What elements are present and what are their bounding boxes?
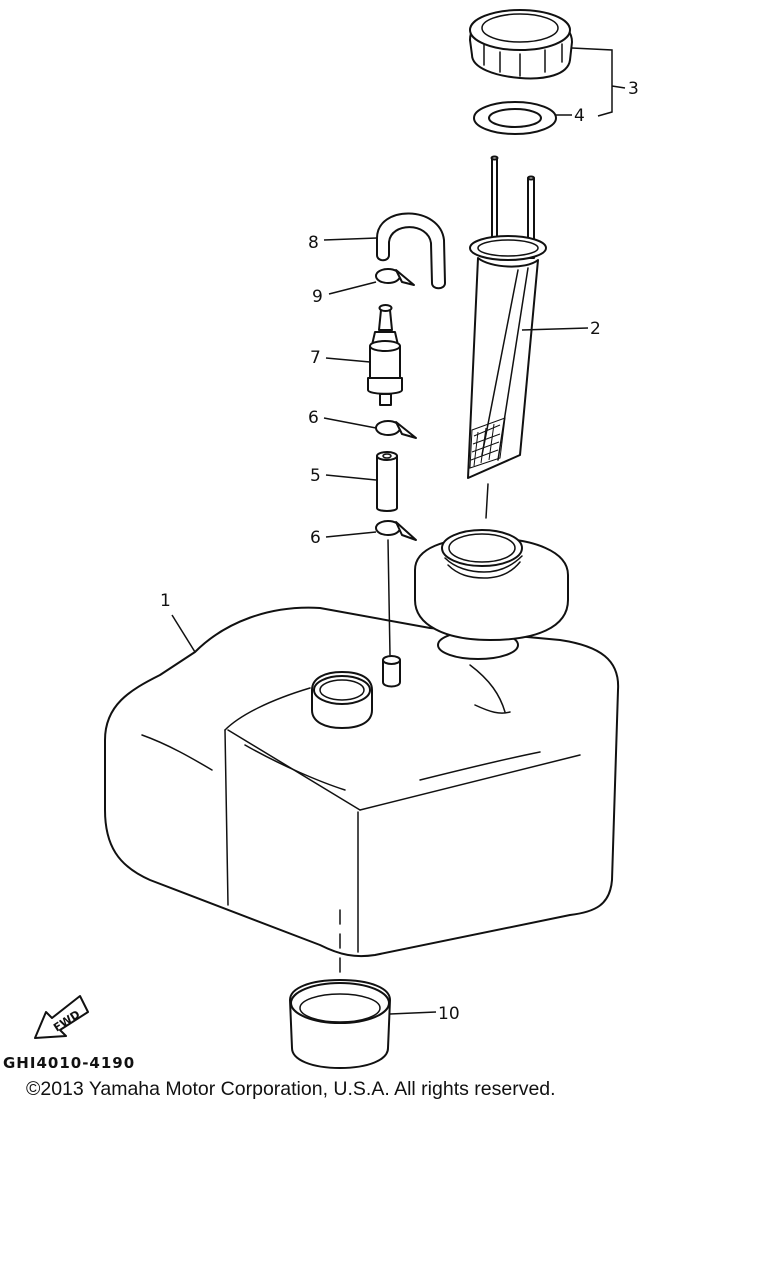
leader-5	[325, 474, 377, 481]
leader-6-upper	[323, 417, 377, 429]
fuel-filter	[367, 304, 403, 406]
assembly-line-pipe	[485, 483, 489, 519]
callout-6-lower: 6	[310, 528, 321, 548]
hose	[376, 451, 398, 512]
leader-3	[571, 47, 626, 117]
callout-7: 7	[310, 348, 321, 368]
callout-6-upper: 6	[308, 408, 319, 428]
callout-4: 4	[574, 106, 585, 126]
callout-5: 5	[310, 466, 321, 486]
leader-9	[328, 281, 377, 295]
callout-9: 9	[312, 287, 323, 307]
leader-2	[521, 327, 589, 331]
leader-1	[171, 614, 196, 653]
leader-8	[323, 237, 378, 241]
callout-8: 8	[308, 233, 319, 253]
leader-10	[389, 1011, 437, 1015]
assembly-line-hose	[387, 539, 391, 656]
drain-cap	[289, 979, 391, 1069]
leader-6-lower	[325, 531, 377, 538]
clip-upper	[375, 420, 417, 439]
callout-2: 2	[590, 319, 601, 339]
vent-hose	[376, 212, 446, 290]
clip-top	[375, 268, 415, 286]
callout-3: 3	[628, 79, 639, 99]
fuel-tank	[104, 529, 620, 958]
clip-lower	[375, 520, 417, 541]
callout-1: 1	[160, 591, 171, 611]
fuel-gauge-pipe	[467, 155, 547, 479]
callout-10: 10	[438, 1004, 460, 1024]
fwd-direction-arrow: FWD	[34, 995, 89, 1039]
copyright-notice: ©2013 Yamaha Motor Corporation, U.S.A. A…	[26, 1078, 556, 1100]
leader-7	[325, 357, 371, 363]
gasket	[473, 101, 557, 135]
fuel-cap	[469, 9, 573, 80]
figure-code: GHI4010-4190	[3, 1054, 136, 1072]
